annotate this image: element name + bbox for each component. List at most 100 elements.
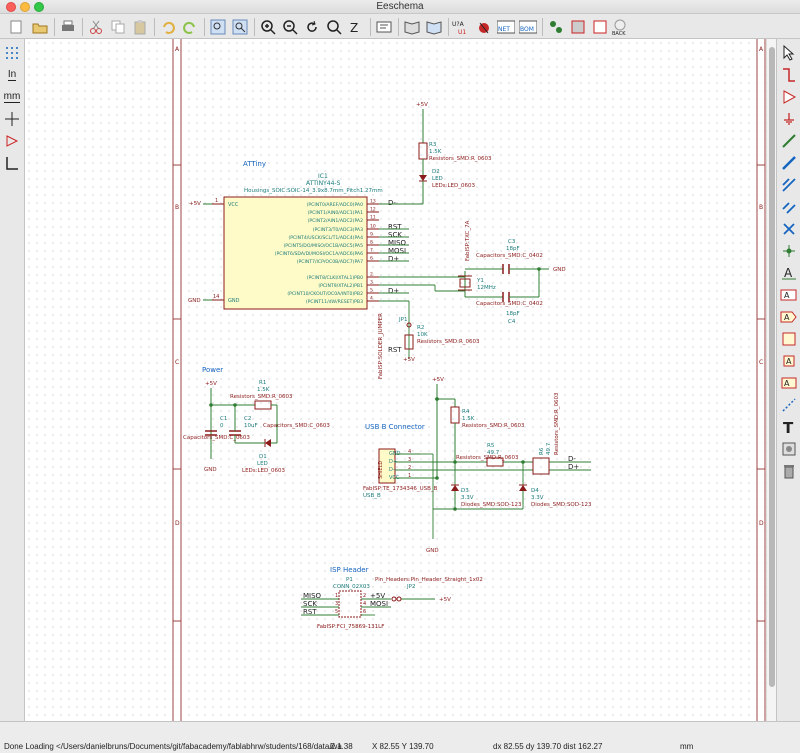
border-row-a-left: A bbox=[175, 46, 180, 53]
isp-label-5v: +5V bbox=[370, 592, 385, 600]
delete-icon[interactable] bbox=[779, 461, 799, 481]
d4-zener[interactable] bbox=[519, 485, 527, 491]
import-hier-pin-icon[interactable]: A bbox=[779, 351, 799, 371]
d3-footprint: Diodes_SMD:SOD-123 bbox=[461, 502, 522, 508]
jp2-jumper[interactable] bbox=[391, 596, 397, 602]
undo-icon[interactable] bbox=[158, 17, 178, 37]
maximize-window-button[interactable] bbox=[34, 2, 44, 12]
units-inches-button[interactable]: In bbox=[2, 65, 22, 85]
redo-icon[interactable] bbox=[180, 17, 200, 37]
units-mm-button[interactable]: mm bbox=[2, 87, 22, 107]
ic1-body[interactable] bbox=[223, 196, 368, 310]
highlight-net-icon[interactable] bbox=[779, 65, 799, 85]
cursor-shape-icon[interactable] bbox=[2, 109, 22, 129]
p1-pin-3: 3 bbox=[335, 601, 338, 607]
orthogonal-wires-icon[interactable] bbox=[2, 153, 22, 173]
usb-ref: USB_B bbox=[363, 493, 381, 499]
add-component-icon[interactable] bbox=[779, 87, 799, 107]
ic1-vcc-label: +5V bbox=[189, 201, 201, 207]
redraw-icon[interactable] bbox=[302, 17, 322, 37]
d2-led[interactable] bbox=[419, 175, 427, 181]
status-delta: dx 82.55 dy 139.70 dist 162.27 bbox=[493, 742, 603, 751]
zoom-in-icon[interactable] bbox=[258, 17, 278, 37]
add-wire-entry-icon[interactable] bbox=[779, 175, 799, 195]
svg-text:BACK: BACK bbox=[612, 31, 626, 36]
window-title: Eeschema bbox=[376, 1, 424, 12]
library-editor-icon[interactable] bbox=[402, 17, 422, 37]
cut-icon[interactable] bbox=[86, 17, 106, 37]
zoom-selection-icon[interactable]: Z bbox=[346, 17, 366, 37]
p1-pin-6: 6 bbox=[363, 609, 366, 615]
add-text-icon[interactable]: T bbox=[779, 417, 799, 437]
select-arrow-icon[interactable] bbox=[779, 43, 799, 63]
close-window-button[interactable] bbox=[6, 2, 16, 12]
cvpcb-icon[interactable] bbox=[546, 17, 566, 37]
add-graphic-line-icon[interactable] bbox=[779, 395, 799, 415]
jp2-footprint: Pin_Headers:Pin_Header_Straight_1x02 bbox=[375, 577, 483, 583]
usb-b-connector[interactable] bbox=[378, 448, 396, 484]
r4-resistor[interactable] bbox=[450, 406, 460, 424]
add-bus-entry-icon[interactable] bbox=[779, 197, 799, 217]
r6-footprint: Resistors_SMD:R_0603 bbox=[554, 392, 560, 455]
r5-resistor[interactable] bbox=[486, 457, 504, 467]
border-row-c-left: C bbox=[175, 359, 179, 366]
crystal-group: FabISP:TXC_7A Y1 12MHz GND C3 bbox=[458, 220, 566, 325]
grid-toggle-icon[interactable] bbox=[2, 43, 22, 63]
p1-header[interactable] bbox=[338, 590, 362, 618]
new-schematic-icon[interactable] bbox=[6, 17, 26, 37]
find-replace-icon[interactable] bbox=[230, 17, 250, 37]
schematic-drawing: A B C D A B C D ATTiny IC1 ATTINY44-S Ho… bbox=[172, 39, 766, 721]
schematic-canvas[interactable]: A B C D A B C D ATTiny IC1 ATTINY44-S Ho… bbox=[25, 39, 776, 721]
jp1-jumper[interactable] bbox=[406, 322, 412, 328]
hierarchy-navigator-icon[interactable] bbox=[374, 17, 394, 37]
hidden-pins-icon[interactable] bbox=[2, 131, 22, 151]
usb-gnd-label: GND bbox=[426, 548, 439, 554]
ic1-pin-number: 2 bbox=[370, 272, 373, 278]
open-file-icon[interactable] bbox=[30, 17, 50, 37]
r2-resistor[interactable] bbox=[404, 334, 414, 350]
print-icon[interactable] bbox=[58, 17, 78, 37]
jp1-footprint: FabISP:SOLDER_JUMPER bbox=[378, 313, 384, 379]
usb-net-label-dminus: D- bbox=[568, 455, 576, 463]
zoom-out-icon[interactable] bbox=[280, 17, 300, 37]
d3-zener[interactable] bbox=[451, 485, 459, 491]
add-wire-icon[interactable] bbox=[779, 131, 799, 151]
add-bus-icon[interactable] bbox=[779, 153, 799, 173]
status-bar: Done Loading </Users/danielbruns/Documen… bbox=[0, 721, 800, 753]
y1-crystal[interactable] bbox=[459, 278, 471, 288]
add-hier-label-icon[interactable]: A bbox=[779, 307, 799, 327]
add-global-label-icon[interactable]: A bbox=[779, 285, 799, 305]
usb-pin-vcc: VCC bbox=[389, 475, 400, 481]
add-ground-icon[interactable] bbox=[779, 109, 799, 129]
ic1-pin-no-vcc: 1 bbox=[215, 198, 218, 204]
add-hier-sheet-icon[interactable] bbox=[779, 329, 799, 349]
isp-label-sck: SCK bbox=[303, 600, 317, 608]
r3-resistor[interactable] bbox=[418, 142, 428, 160]
pcbnew-icon[interactable] bbox=[568, 17, 588, 37]
isp-label-rst: RST bbox=[303, 608, 317, 616]
library-browser-icon[interactable] bbox=[424, 17, 444, 37]
r1-resistor[interactable] bbox=[254, 400, 272, 410]
zoom-fit-icon[interactable] bbox=[324, 17, 344, 37]
minimize-window-button[interactable] bbox=[20, 2, 30, 12]
r6-resistor[interactable] bbox=[532, 457, 550, 475]
vertical-scroll-thumb[interactable] bbox=[769, 47, 775, 687]
add-net-label-icon[interactable]: A bbox=[779, 263, 799, 283]
c1-value: 0 bbox=[220, 423, 224, 429]
add-junction-icon[interactable] bbox=[779, 241, 799, 261]
back-annotate-icon[interactable]: BACK bbox=[610, 17, 630, 37]
d1-led[interactable] bbox=[265, 439, 271, 447]
add-image-icon[interactable] bbox=[779, 439, 799, 459]
netlist-icon[interactable]: NET bbox=[496, 17, 516, 37]
border-row-d-left: D bbox=[175, 520, 180, 527]
no-connect-icon[interactable] bbox=[779, 219, 799, 239]
paste-icon[interactable] bbox=[130, 17, 150, 37]
bom-icon[interactable]: BOM bbox=[518, 17, 538, 37]
erc-icon[interactable] bbox=[474, 17, 494, 37]
import-footprints-icon[interactable] bbox=[590, 17, 610, 37]
add-hier-pin-icon[interactable]: A bbox=[779, 373, 799, 393]
vertical-scrollbar[interactable] bbox=[766, 39, 776, 721]
find-icon[interactable] bbox=[208, 17, 228, 37]
copy-icon[interactable] bbox=[108, 17, 128, 37]
